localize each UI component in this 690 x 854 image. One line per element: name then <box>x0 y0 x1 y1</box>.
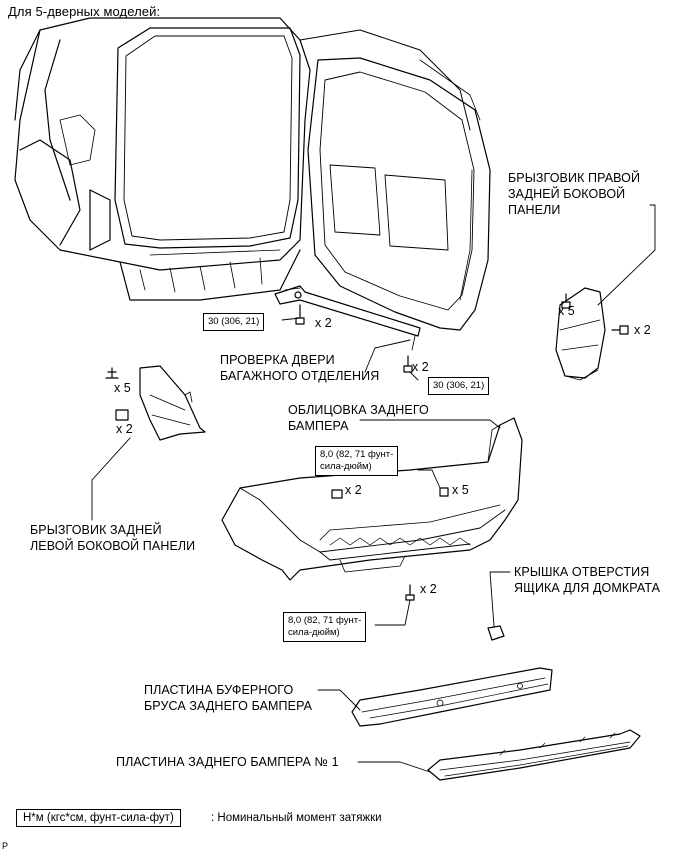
label-bumper-plate-1: ПЛАСТИНА ЗАДНЕГО БАМПЕРА № 1 <box>116 755 339 769</box>
bumper-bar-plate <box>351 667 553 727</box>
back-door <box>307 57 491 331</box>
vehicle-rear-body <box>14 17 471 301</box>
label-bumper-bar-plate: ПЛАСТИНА БУФЕРНОГО БРУСА ЗАДНЕГО БАМПЕРА <box>144 683 313 713</box>
qty-bumper-bottom: x 2 <box>420 582 437 596</box>
qty-stay-right: x 2 <box>412 360 429 374</box>
label-left-mudguard: БРЫЗГОВИК ЗАДНЕЙ ЛЕВОЙ БОКОВОЙ ПАНЕЛИ <box>30 523 196 553</box>
torque-bumper-bottom: 8,0 (82, 71 фунт- сила-дюйм) <box>283 612 367 642</box>
page-heading: Для 5-дверных моделей: <box>8 4 161 19</box>
rear-bumper-plate-1 <box>427 729 641 781</box>
qty-left-mud-a: x 5 <box>114 381 131 395</box>
leader-lines <box>91 204 656 773</box>
qty-bumper-clip: x 2 <box>345 483 362 497</box>
qty-left-mud-b: x 2 <box>116 422 133 436</box>
label-right-mudguard: БРЫЗГОВИК ПРАВОЙ ЗАДНЕЙ БОКОВОЙ ПАНЕЛИ <box>508 171 641 217</box>
door-stay <box>274 285 421 373</box>
legend-units-box: Н*м (кгс*см, фунт-сила-фут) <box>16 809 181 827</box>
corner-mark: P <box>2 841 9 851</box>
label-jack-cover: КРЫШКА ОТВЕРСТИЯ ЯЩИКА ДЛЯ ДОМКРАТА <box>514 565 661 595</box>
jack-hole-cover <box>487 625 505 641</box>
torque-stay-left: 30 (306, 21) <box>203 313 265 331</box>
qty-stay-left: x 2 <box>315 316 332 330</box>
torque-stay-right: 30 (306, 21) <box>428 377 490 395</box>
label-bumper-cover: ОБЛИЦОВКА ЗАДНЕГО БАМПЕРА <box>288 403 429 433</box>
rear-bumper-cover <box>221 417 523 601</box>
qty-right-mud-b: x 2 <box>634 323 651 337</box>
label-door-stay: ПРОВЕРКА ДВЕРИ БАГАЖНОГО ОТДЕЛЕНИЯ <box>220 353 380 383</box>
qty-bumper-bolt: x 5 <box>452 483 469 497</box>
left-mudguard <box>105 365 206 441</box>
torque-bumper-top: 8,0 (82, 71 фунт- сила-дюйм) <box>315 446 399 476</box>
qty-right-mud-a: x 5 <box>558 304 575 318</box>
right-mudguard <box>555 287 629 381</box>
legend-description: : Номинальный момент затяжки <box>211 812 382 824</box>
